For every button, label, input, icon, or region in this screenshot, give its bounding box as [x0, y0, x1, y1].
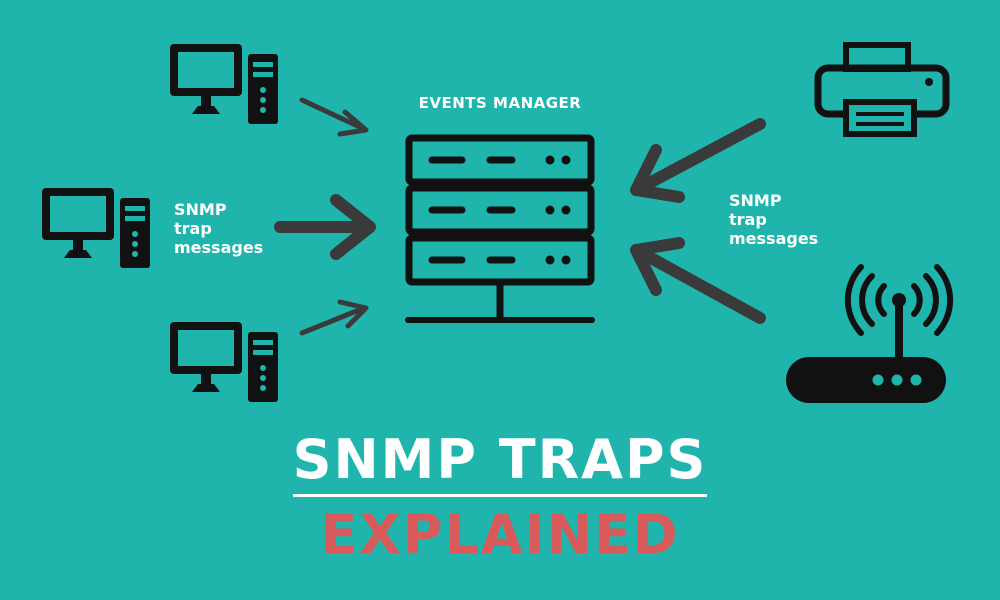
- snmp-left-line-3: messages: [174, 238, 264, 257]
- computer-icon: [42, 188, 150, 268]
- headline-subtitle: EXPLAINED: [320, 503, 680, 566]
- arrow-upper-right: [630, 118, 766, 203]
- computer-icon: [170, 44, 278, 124]
- snmp-left-label: SNMP trap messages: [174, 200, 263, 257]
- arrow-middle-left: [274, 194, 376, 260]
- router-icon: [786, 264, 954, 403]
- arrow-bottom-left: [299, 299, 369, 336]
- computer-icon: [170, 322, 278, 402]
- arrow-lower-right: [630, 237, 766, 324]
- arrow-top-left: [299, 97, 369, 137]
- snmp-right-line-1: SNMP: [729, 191, 782, 210]
- snmp-left-line-1: SNMP: [174, 200, 227, 219]
- snmp-left-line-2: trap: [174, 219, 212, 238]
- printer-icon: [814, 42, 950, 137]
- snmp-right-label: SNMP trap messages: [729, 191, 818, 248]
- events-manager-label: EVENTS MANAGER: [418, 94, 582, 112]
- server-rack-icon: [405, 134, 595, 323]
- snmp-right-line-3: messages: [729, 229, 819, 248]
- headline-divider: [293, 494, 707, 497]
- snmp-right-line-2: trap: [729, 210, 767, 229]
- headline-title: SNMP TRAPS: [292, 428, 708, 491]
